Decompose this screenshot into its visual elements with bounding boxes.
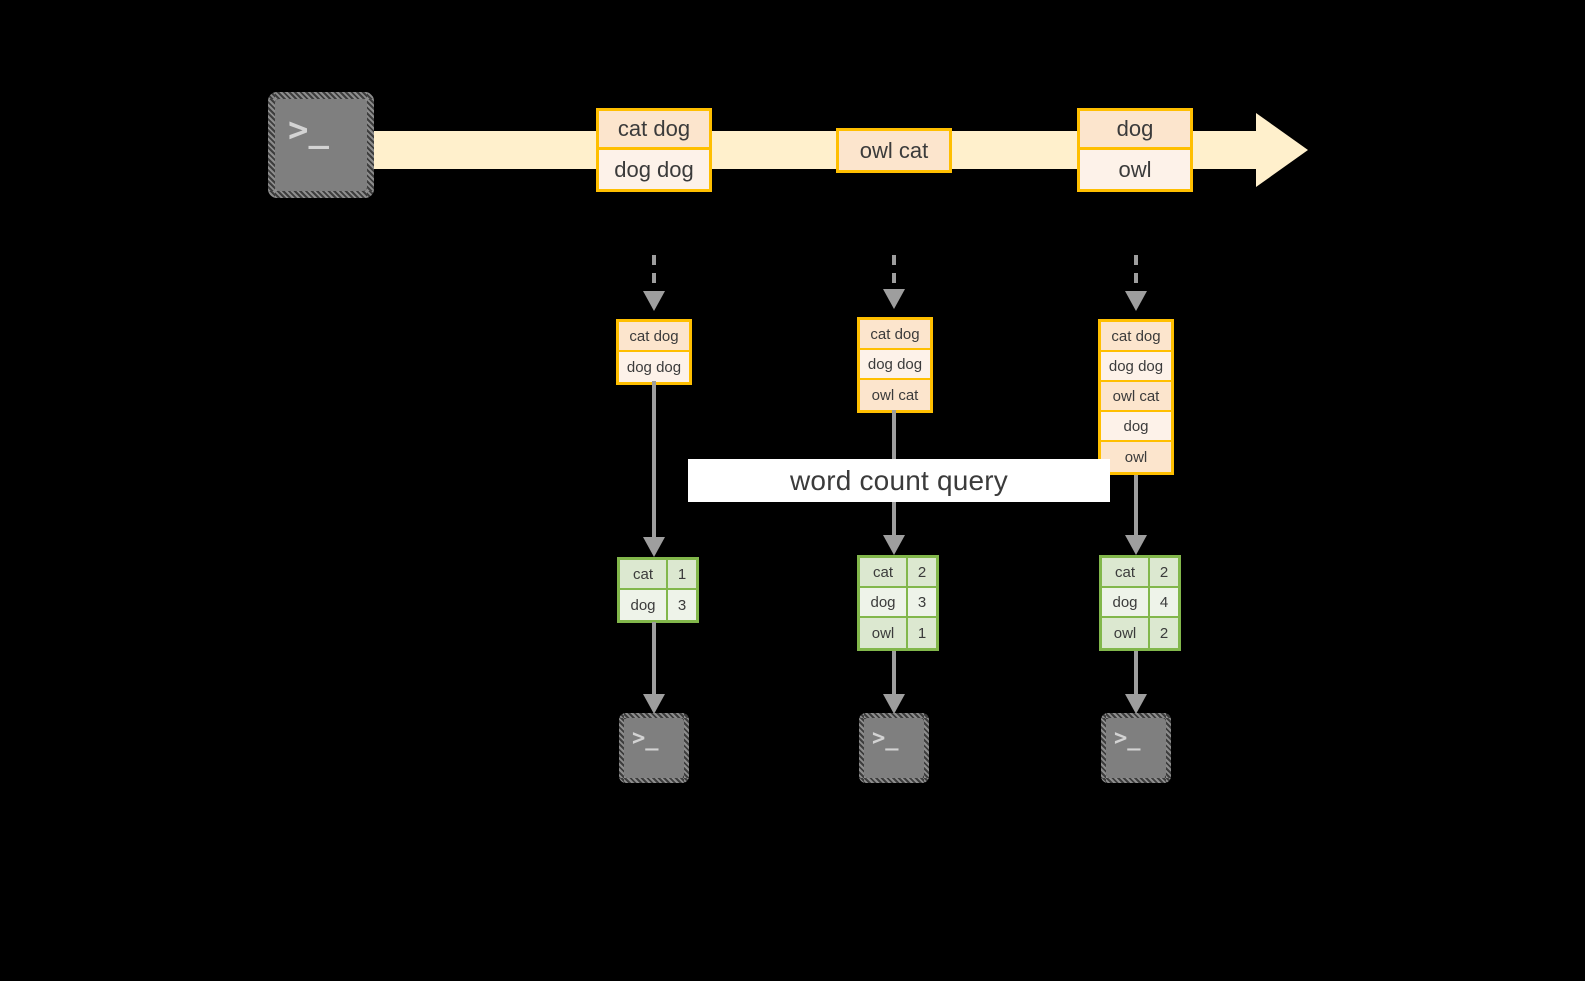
sink-terminal-body: >_ <box>864 718 924 778</box>
table-cell-word: cat <box>620 560 668 588</box>
query-connector-column-1 <box>652 381 656 541</box>
query-connector-arrowhead-column-2 <box>883 535 905 555</box>
sink-connector-column-2 <box>892 651 896 698</box>
table-cell-word: dog <box>1102 588 1150 616</box>
accumulator-column-1[interactable]: cat dog dog dog <box>616 319 692 385</box>
stream-event-line: owl cat <box>839 131 949 170</box>
table-cell-word: cat <box>860 558 908 586</box>
source-terminal-body: >_ <box>275 99 367 191</box>
dashed-connector-column-2 <box>892 255 896 291</box>
table-cell-count: 4 <box>1150 588 1178 616</box>
accumulator-line: owl cat <box>860 380 930 410</box>
query-label-band: word count query <box>688 459 1110 502</box>
query-connector-arrowhead-column-3 <box>1125 535 1147 555</box>
accumulator-line: dog dog <box>619 352 689 382</box>
sink-connector-arrowhead-column-3 <box>1125 694 1147 714</box>
query-connector-column-3 <box>1134 475 1138 539</box>
table-row: cat 2 <box>1102 558 1178 588</box>
result-table-column-3[interactable]: cat 2 dog 4 owl 2 <box>1099 555 1181 651</box>
stream-event-line: owl <box>1080 150 1190 189</box>
accumulator-line: cat dog <box>1101 322 1171 352</box>
table-cell-count: 2 <box>1150 618 1178 648</box>
accumulator-line: cat dog <box>860 320 930 350</box>
sink-connector-column-3 <box>1134 651 1138 698</box>
sink-connector-arrowhead-column-1 <box>643 694 665 714</box>
sink-terminal-icon-column-2: >_ <box>859 713 929 783</box>
dashed-connector-column-1 <box>652 255 656 293</box>
accumulator-line: dog dog <box>860 350 930 380</box>
table-row: cat 2 <box>860 558 936 588</box>
terminal-prompt-glyph: >_ <box>1114 726 1141 751</box>
table-row: owl 2 <box>1102 618 1178 648</box>
query-label-text: word count query <box>790 464 1008 496</box>
table-row: dog 3 <box>620 590 696 620</box>
sink-terminal-icon-column-1: >_ <box>619 713 689 783</box>
terminal-prompt-glyph: >_ <box>632 726 659 751</box>
terminal-prompt-glyph: >_ <box>288 110 329 150</box>
sink-terminal-icon-column-3: >_ <box>1101 713 1171 783</box>
accumulator-line: dog <box>1101 412 1171 442</box>
dashed-connector-column-3 <box>1134 255 1138 293</box>
table-cell-count: 2 <box>908 558 936 586</box>
table-cell-word: owl <box>860 618 908 648</box>
sink-terminal-body: >_ <box>1106 718 1166 778</box>
stream-event-batch-1[interactable]: cat dog dog dog <box>596 108 712 192</box>
stream-event-line: dog <box>1080 111 1190 150</box>
table-cell-count: 3 <box>668 590 696 620</box>
table-cell-count: 2 <box>1150 558 1178 586</box>
table-cell-word: dog <box>620 590 668 620</box>
table-row: dog 4 <box>1102 588 1178 618</box>
stream-arrowhead-icon <box>1256 113 1308 187</box>
accumulator-line: cat dog <box>619 322 689 352</box>
sink-terminal-body: >_ <box>624 718 684 778</box>
stream-event-batch-2[interactable]: owl cat <box>836 128 952 173</box>
table-cell-count: 1 <box>908 618 936 648</box>
stream-event-batch-3[interactable]: dog owl <box>1077 108 1193 192</box>
table-cell-word: cat <box>1102 558 1150 586</box>
stream-event-line: cat dog <box>599 111 709 150</box>
table-row: cat 1 <box>620 560 696 590</box>
table-cell-count: 3 <box>908 588 936 616</box>
accumulator-column-2[interactable]: cat dog dog dog owl cat <box>857 317 933 413</box>
accumulator-line: owl <box>1101 442 1171 472</box>
table-row: dog 3 <box>860 588 936 618</box>
sink-connector-column-1 <box>652 622 656 698</box>
accumulator-column-3[interactable]: cat dog dog dog owl cat dog owl <box>1098 319 1174 475</box>
dashed-connector-arrowhead-column-3 <box>1125 291 1147 311</box>
source-terminal-icon: >_ <box>268 92 374 198</box>
dashed-connector-arrowhead-column-1 <box>643 291 665 311</box>
table-cell-word: owl <box>1102 618 1150 648</box>
terminal-prompt-glyph: >_ <box>872 726 899 751</box>
table-cell-word: dog <box>860 588 908 616</box>
dashed-connector-arrowhead-column-2 <box>883 289 905 309</box>
result-table-column-2[interactable]: cat 2 dog 3 owl 1 <box>857 555 939 651</box>
sink-connector-arrowhead-column-2 <box>883 694 905 714</box>
table-cell-count: 1 <box>668 560 696 588</box>
stream-event-line: dog dog <box>599 150 709 189</box>
accumulator-line: dog dog <box>1101 352 1171 382</box>
accumulator-line: owl cat <box>1101 382 1171 412</box>
result-table-column-1[interactable]: cat 1 dog 3 <box>617 557 699 623</box>
table-row: owl 1 <box>860 618 936 648</box>
query-connector-arrowhead-column-1 <box>643 537 665 557</box>
